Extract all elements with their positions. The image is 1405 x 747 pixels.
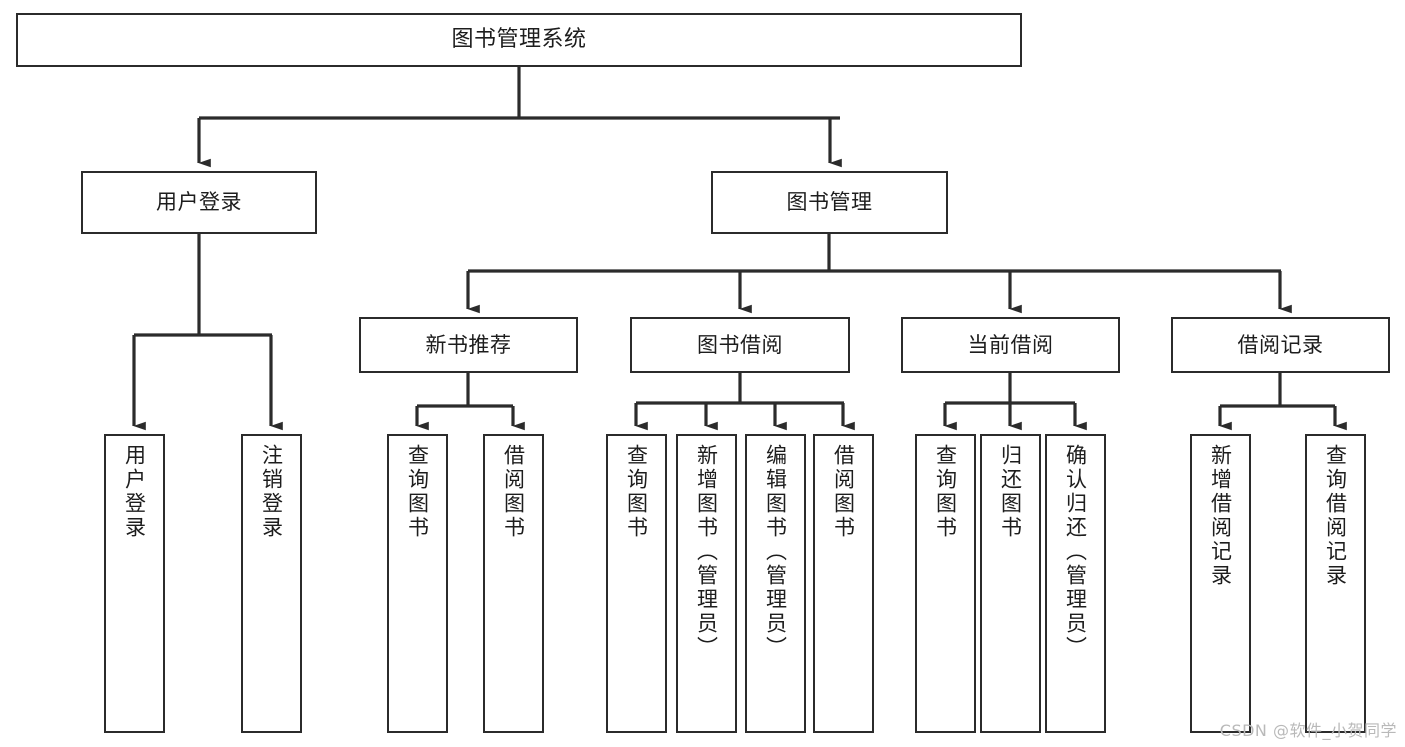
node-leaf-borrow-book-2-label: 借阅图书 xyxy=(831,444,856,540)
node-root-label: 图书管理系统 xyxy=(451,27,587,53)
node-leaf-query-book-1[interactable]: 查询图书 xyxy=(387,434,448,733)
node-book-manage-label: 图书管理 xyxy=(786,190,873,215)
node-user-login[interactable]: 用户登录 xyxy=(81,171,317,234)
node-leaf-query-book-2-label: 查询图书 xyxy=(624,444,649,540)
node-leaf-edit-book[interactable]: 编辑图书（管理员） xyxy=(745,434,806,733)
node-leaf-add-book[interactable]: 新增图书（管理员） xyxy=(676,434,737,733)
node-leaf-query-record-label: 查询借阅记录 xyxy=(1323,444,1348,588)
node-user-login-label: 用户登录 xyxy=(156,190,242,215)
node-leaf-query-book-2[interactable]: 查询图书 xyxy=(606,434,667,733)
node-leaf-add-record-label: 新增借阅记录 xyxy=(1208,444,1233,588)
node-leaf-borrow-book-1[interactable]: 借阅图书 xyxy=(483,434,544,733)
node-leaf-user-login[interactable]: 用户登录 xyxy=(104,434,165,733)
node-book-borrow[interactable]: 图书借阅 xyxy=(630,317,850,373)
node-book-manage[interactable]: 图书管理 xyxy=(711,171,948,234)
node-leaf-add-book-label: 新增图书（管理员） xyxy=(694,444,719,660)
node-leaf-user-login-label: 用户登录 xyxy=(122,444,147,540)
node-new-book-recommend[interactable]: 新书推荐 xyxy=(359,317,578,373)
node-leaf-query-book-3-label: 查询图书 xyxy=(933,444,958,540)
node-leaf-borrow-book-1-label: 借阅图书 xyxy=(501,444,526,540)
node-borrow-record-label: 借阅记录 xyxy=(1237,332,1324,357)
node-leaf-user-logout[interactable]: 注销登录 xyxy=(241,434,302,733)
node-leaf-user-logout-label: 注销登录 xyxy=(259,444,284,540)
node-leaf-return-book[interactable]: 归还图书 xyxy=(980,434,1041,733)
node-current-borrow[interactable]: 当前借阅 xyxy=(901,317,1120,373)
node-book-borrow-label: 图书借阅 xyxy=(697,332,783,357)
node-leaf-add-record[interactable]: 新增借阅记录 xyxy=(1190,434,1251,733)
node-leaf-edit-book-label: 编辑图书（管理员） xyxy=(763,444,788,660)
node-new-book-recommend-label: 新书推荐 xyxy=(425,332,512,357)
node-borrow-record[interactable]: 借阅记录 xyxy=(1171,317,1390,373)
node-leaf-query-book-1-label: 查询图书 xyxy=(405,444,430,540)
node-leaf-confirm-return-label: 确认归还（管理员） xyxy=(1063,444,1088,660)
node-leaf-query-book-3[interactable]: 查询图书 xyxy=(915,434,976,733)
node-leaf-return-book-label: 归还图书 xyxy=(998,444,1023,540)
node-leaf-borrow-book-2[interactable]: 借阅图书 xyxy=(813,434,874,733)
node-current-borrow-label: 当前借阅 xyxy=(967,332,1054,357)
node-leaf-confirm-return[interactable]: 确认归还（管理员） xyxy=(1045,434,1106,733)
node-leaf-query-record[interactable]: 查询借阅记录 xyxy=(1305,434,1366,733)
csdn-watermark: CSDN @软件_小贺同学 xyxy=(1219,721,1397,740)
node-root[interactable]: 图书管理系统 xyxy=(16,13,1022,67)
